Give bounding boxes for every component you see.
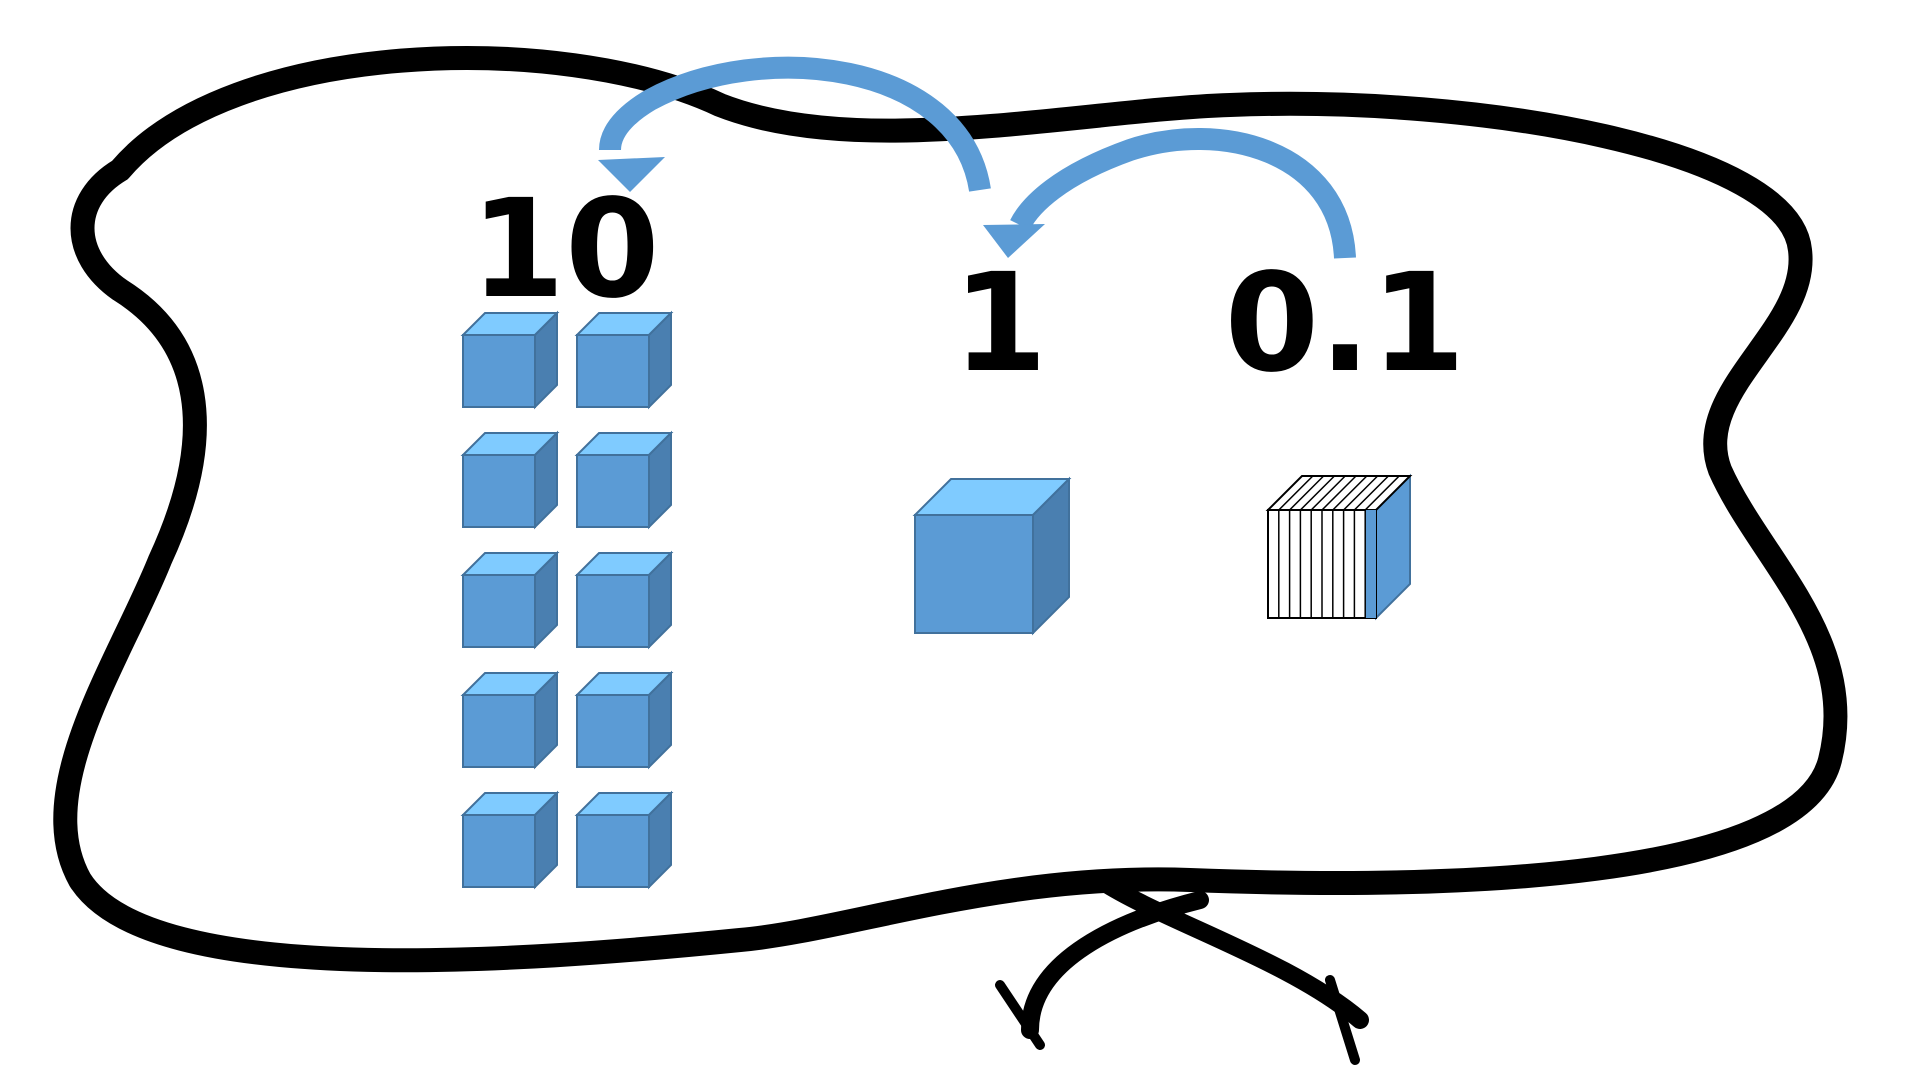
label-tens: 10: [470, 171, 659, 329]
ten-unit-cube: [574, 790, 674, 890]
label-tenths: 0.1: [1225, 245, 1466, 403]
tens-cubes: [460, 310, 674, 890]
ten-unit-cube: [460, 430, 560, 530]
ten-unit-cube: [460, 310, 560, 410]
ten-unit-cube: [574, 310, 674, 410]
one-unit-cube: [912, 476, 1072, 636]
ten-unit-cube: [574, 430, 674, 530]
ribbon-frame: [53, 46, 1848, 1065]
ten-unit-cube: [460, 550, 560, 650]
tenth-cube: [1265, 473, 1413, 621]
arrow-ones-to-tens: [598, 56, 991, 193]
tenths-sliced-cube: [1265, 473, 1413, 621]
ten-unit-cube: [460, 670, 560, 770]
ones-cube: [912, 476, 1072, 636]
label-ones: 1: [953, 245, 1048, 403]
ten-unit-cube: [574, 550, 674, 650]
arrow-tenths-to-ones: [983, 128, 1356, 259]
ten-unit-cube: [460, 790, 560, 890]
ten-unit-cube: [574, 670, 674, 770]
